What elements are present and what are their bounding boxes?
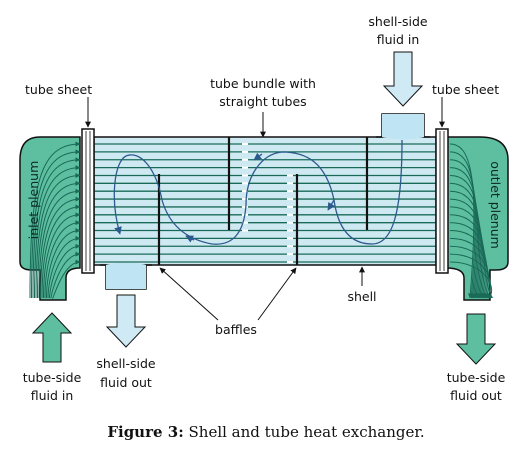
inlet-flow-line [52, 259, 81, 299]
label-tube-sheet-right: tube sheet [432, 82, 499, 97]
caption-prefix: Figure 3: [107, 423, 184, 441]
tube-sheet-right [435, 128, 449, 274]
inlet-flow-line [46, 228, 81, 299]
outlet-flow-line [449, 151, 476, 299]
inlet-flow-line [50, 251, 81, 299]
inlet-flow-line [35, 172, 81, 299]
outlet-flow-line [449, 261, 494, 299]
label-shell-out-1: shell-side [96, 356, 156, 371]
caption-text: Shell and tube heat exchanger. [183, 423, 425, 441]
outlet-flow-line [449, 182, 481, 299]
tube-in-arrow [31, 312, 73, 363]
label-tube-sheet-left: tube sheet [25, 82, 92, 97]
label-baffles: baffles [215, 322, 257, 337]
inlet-flow-line [41, 204, 81, 299]
label-tube-bundle-2: straight tubes [219, 94, 306, 109]
label-shell-in-2: fluid in [377, 32, 420, 47]
inlet-flow-line [43, 212, 81, 299]
label-outlet-plenum: outlet plenum [488, 161, 503, 249]
outlet-flow-line [449, 214, 486, 299]
tube-out-arrow [455, 313, 497, 365]
inlet-flow-line [49, 243, 81, 299]
inlet-flow-line [47, 235, 81, 299]
inlet-flow-line [29, 141, 81, 299]
inlet-flow-line [40, 196, 81, 299]
inlet-flow-line [38, 188, 81, 299]
outlet-flow-line [449, 167, 478, 299]
outlet-flow-line [449, 253, 492, 299]
label-shell: shell [347, 289, 376, 304]
inlet-flow-line [37, 180, 81, 299]
inlet-flow-line [34, 165, 81, 299]
outlet-flow-line [449, 198, 483, 299]
outlet-flow-line [449, 237, 489, 299]
label-tube-out-1: tube-side [447, 370, 506, 385]
shell-out-arrow [105, 294, 147, 348]
inlet-flow-line [32, 157, 81, 299]
outlet-flow-line [449, 230, 488, 299]
shell-flow-path [113, 139, 403, 245]
label-shell-in-1: shell-side [368, 14, 428, 29]
tube-bundle [94, 143, 436, 263]
label-shell-out-2: fluid out [100, 375, 152, 390]
outlet-flow-line [449, 222, 487, 299]
outlet-flow-line [449, 159, 477, 299]
outlet-flow-line [449, 206, 484, 299]
outlet-flow-line [449, 190, 482, 299]
leader-baffle-2 [257, 267, 297, 321]
inlet-flow-line [44, 220, 81, 299]
plenum-flow-lines [29, 141, 494, 299]
outlet-flow-line [449, 245, 490, 299]
label-tube-bundle-1: tube bundle with [210, 76, 316, 91]
label-tube-out-2: fluid out [450, 388, 502, 403]
shell-in-arrow [382, 51, 424, 107]
label-tube-in-1: tube-side [23, 370, 82, 385]
figure-caption: Figure 3: Shell and tube heat exchanger. [0, 423, 532, 441]
leader-baffle-1 [159, 267, 219, 321]
label-inlet-plenum: inlet plenum [26, 161, 41, 240]
inlet-flow-line [31, 149, 81, 299]
label-tube-in-2: fluid in [31, 388, 74, 403]
tube-sheet-left [81, 128, 95, 274]
